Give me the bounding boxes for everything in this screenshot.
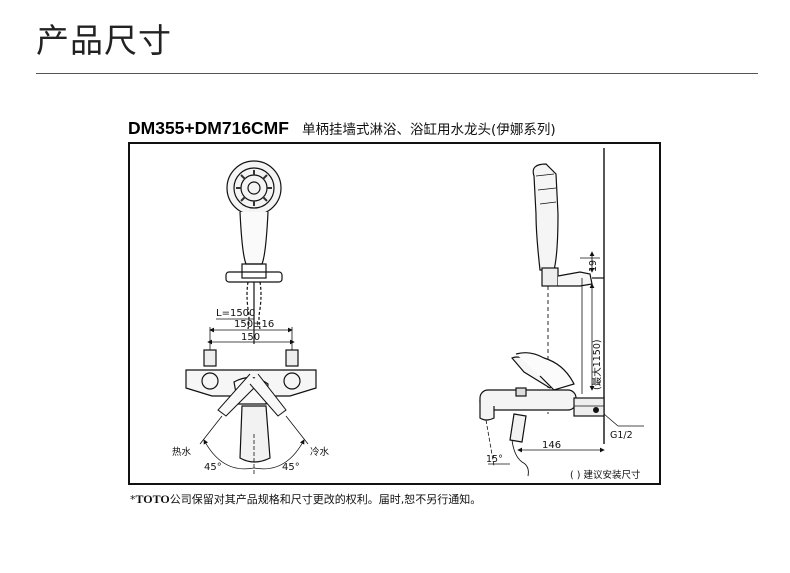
disclaimer-note: *TOTO公司保留对其产品规格和尺寸更改的权利。届时,恕不另行通知。	[130, 491, 481, 507]
dimension-drawing: L=1500 150±16 150	[172, 148, 644, 481]
holder-offset-label: 19	[588, 260, 599, 272]
dimension-drawing-frame: L=1500 150±16 150	[128, 142, 661, 485]
footnote-asterisk: *	[130, 493, 136, 506]
shower-head-front	[225, 160, 283, 344]
center-distance-tolerance: 150±16	[234, 319, 274, 330]
product-heading: DM355+DM716CMF 单柄挂墙式淋浴、浴缸用水龙头(伊娜系列)	[128, 118, 556, 139]
hot-water-label: 热水	[172, 446, 192, 458]
max-height-label: (最大1150)	[591, 339, 603, 390]
brand-name: TOTO	[135, 492, 170, 506]
thread-size-label: G1/2	[610, 430, 633, 441]
side-view	[479, 148, 644, 477]
page-title: 产品尺寸	[36, 21, 172, 60]
angle-right-label: 45°	[282, 462, 300, 473]
product-description: 单柄挂墙式淋浴、浴缸用水龙头(伊娜系列)	[302, 122, 556, 138]
spout-reach-label: 146	[542, 440, 561, 451]
angle-left-label: 45°	[204, 462, 222, 473]
title-divider	[36, 73, 758, 74]
cold-water-label: 冷水	[310, 446, 330, 458]
spout-angle-label: 15°	[486, 454, 503, 465]
footnote-text: 公司保留对其产品规格和尺寸更改的权利。届时,恕不另行通知。	[169, 493, 482, 506]
installation-legend: ( ) 建议安装尺寸	[570, 469, 641, 481]
center-distance: 150	[241, 332, 260, 343]
front-view: L=1500 150±16 150	[185, 160, 317, 474]
hose-length-label: L=1500	[216, 308, 255, 319]
model-number: DM355+DM716CMF	[128, 118, 289, 138]
